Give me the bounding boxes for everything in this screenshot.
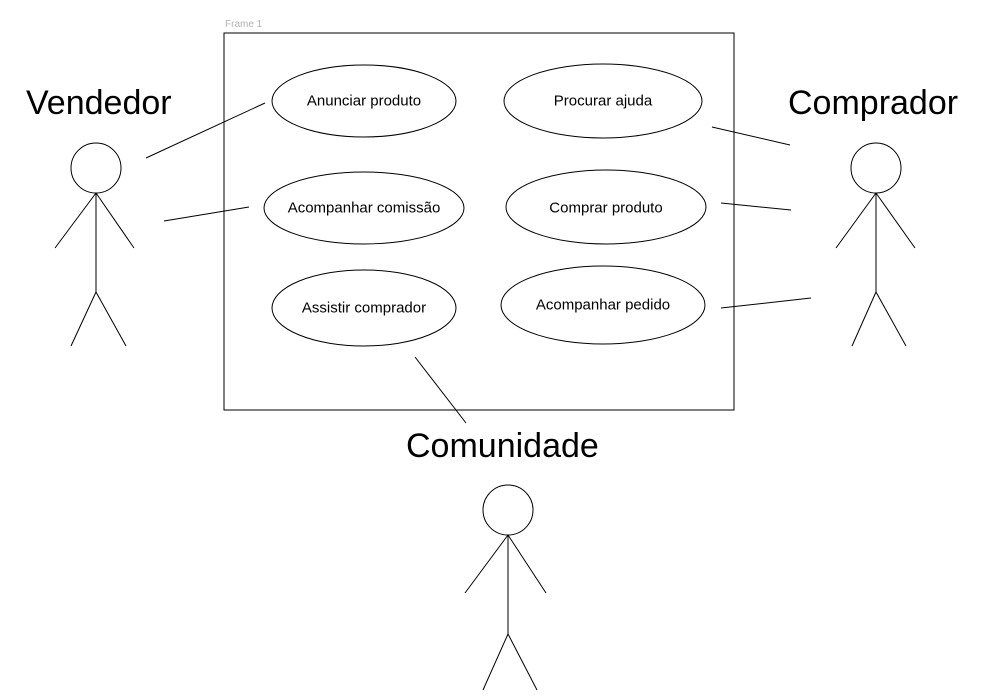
use-case-comprar-produto-label: Comprar produto (549, 199, 663, 217)
use-case-anunciar-produto-label: Anunciar produto (306, 92, 422, 110)
actor-comprador-head (850, 142, 902, 194)
actor-comprador-figure[interactable] (835, 142, 916, 347)
actor-comprador-left-arm (835, 192, 877, 249)
actor-vendedor-left-arm (54, 192, 97, 249)
actor-comprador-label: Comprador (788, 84, 959, 122)
actor-comunidade-figure[interactable] (464, 484, 547, 691)
actor-comprador-right-leg (875, 291, 907, 347)
actor-comunidade-left-arm (464, 534, 509, 594)
actor-vendedor-head (70, 142, 122, 194)
actor-comunidade-right-arm (507, 534, 547, 594)
actor-comprador-left-leg (851, 291, 877, 347)
actor-comunidade-right-leg (507, 633, 538, 691)
actor-vendedor-right-leg (95, 291, 127, 347)
association-comprador-procurar-ajuda (711, 126, 791, 146)
use-case-procurar-ajuda[interactable] (503, 63, 703, 139)
association-comunidade-assistir-comprador (414, 356, 467, 424)
association-comprador-comprar-produto (720, 202, 792, 211)
association-vendedor-acompanhar-comissao (163, 206, 250, 222)
use-case-acompanhar-pedido[interactable] (500, 265, 706, 345)
use-case-assistir-comprador[interactable] (271, 269, 457, 347)
use-case-acompanhar-pedido-label: Acompanhar pedido (535, 296, 671, 314)
use-case-anunciar-produto[interactable] (271, 64, 457, 138)
association-vendedor-anunciar-produto (145, 102, 266, 159)
use-case-acompanhar-comissao[interactable] (263, 171, 465, 245)
actor-comunidade-left-leg (482, 633, 509, 691)
actor-comprador-right-arm (875, 192, 916, 249)
actor-vendedor-label: Vendedor (26, 84, 172, 122)
actor-vendedor-left-leg (70, 291, 97, 347)
use-case-procurar-ajuda-label: Procurar ajuda (553, 92, 653, 110)
actor-vendedor-figure[interactable] (54, 142, 135, 347)
frame-label: Frame 1 (225, 19, 263, 30)
actor-comunidade-head (482, 484, 534, 536)
use-case-comprar-produto[interactable] (505, 169, 707, 245)
system-boundary-frame[interactable] (223, 32, 735, 411)
actor-vendedor-right-arm (95, 192, 135, 249)
use-case-acompanhar-comissao-label: Acompanhar comissão (287, 199, 441, 217)
association-comprador-acompanhar-pedido (720, 297, 812, 309)
actor-comunidade-label: Comunidade (406, 427, 599, 465)
use-case-assistir-comprador-label: Assistir comprador (301, 299, 427, 317)
